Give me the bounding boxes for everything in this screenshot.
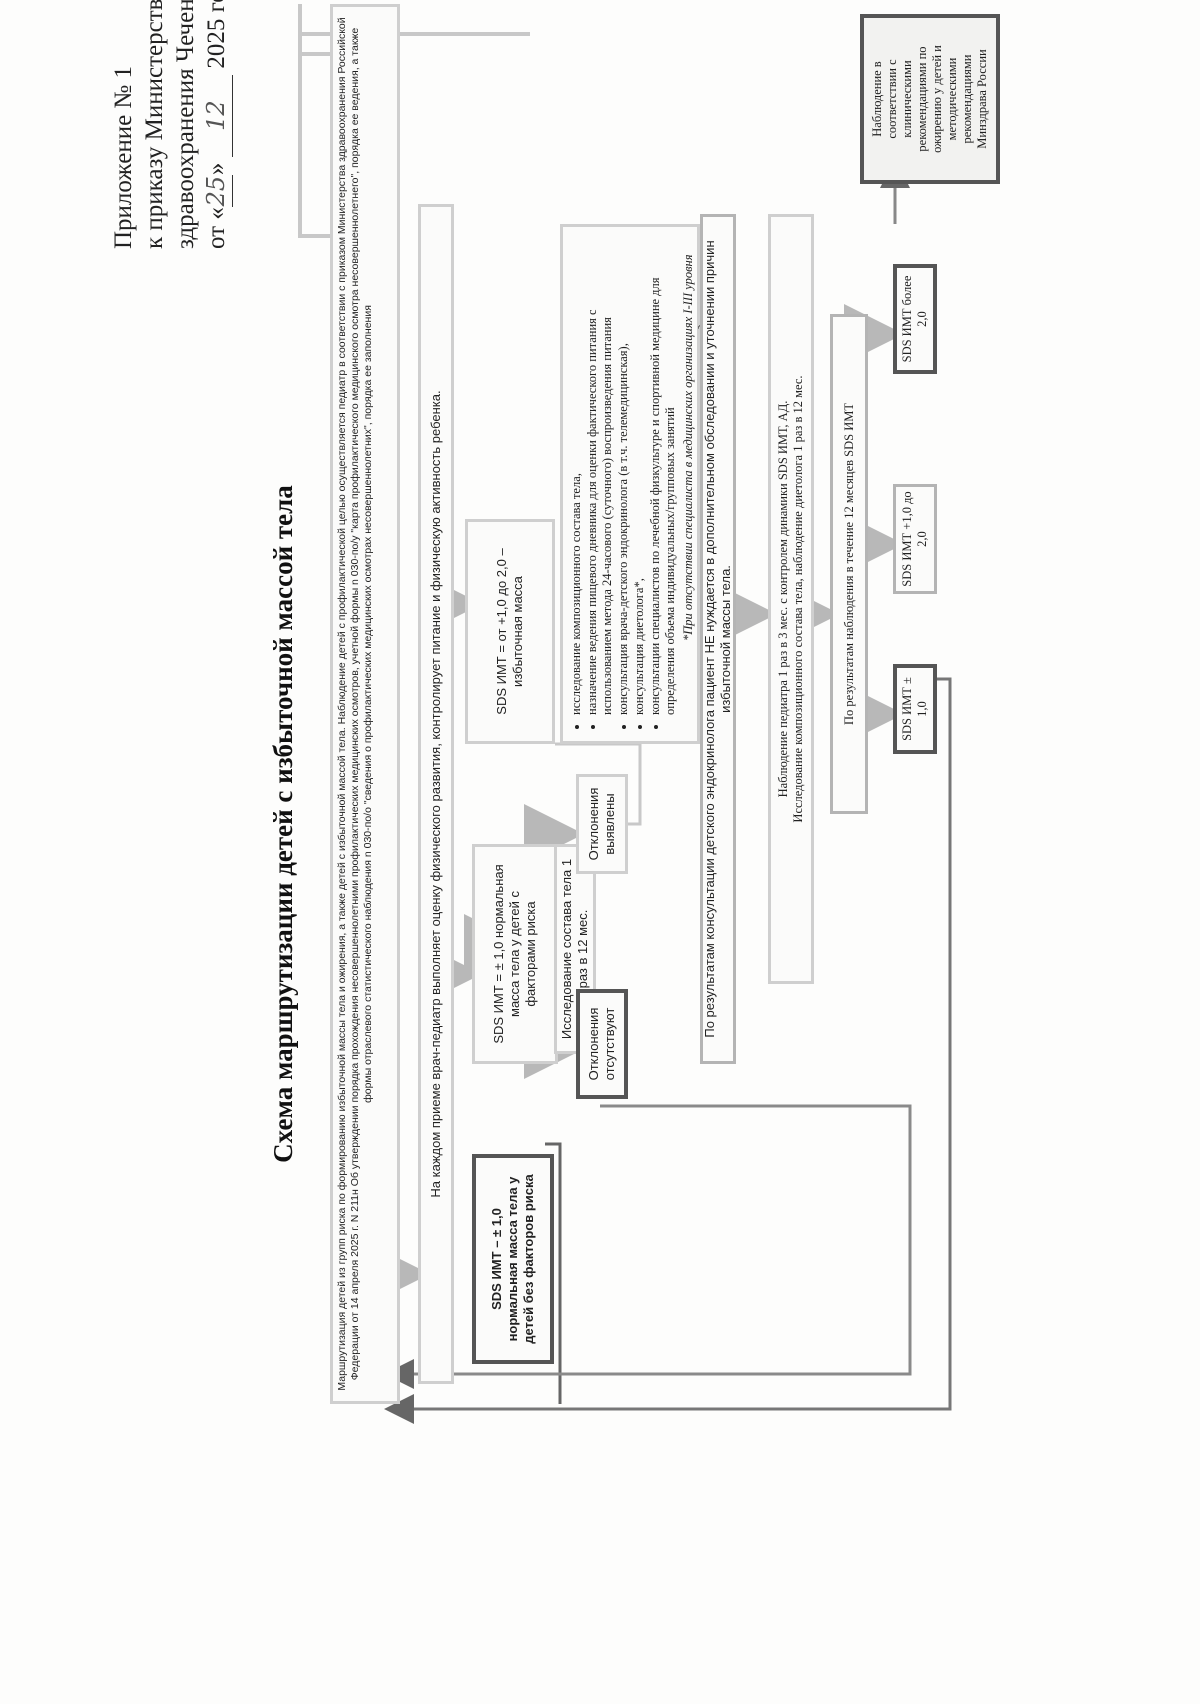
list-item: исследование композиционного состава тел… xyxy=(569,237,584,715)
sds-risk-box: SDS ИМТ = ± 1,0 нормальная масса тела у … xyxy=(472,844,558,1064)
observation-box: Наблюдение педиатра 1 раз в 3 мес. с кон… xyxy=(768,214,814,984)
list-item: консультация врача-детского эндокринолог… xyxy=(616,237,631,715)
endo-result-box: По результатам консультации детского энд… xyxy=(700,214,736,1064)
list-item: консультации специалистов по лечебной фи… xyxy=(648,237,678,715)
deviation-box: Отклонения выявлены xyxy=(576,774,628,874)
sds-excess-box: SDS ИМТ = от +1,0 до 2,0 – избыточная ма… xyxy=(465,519,555,744)
no-deviation-box: Отклонения отсутствуют xyxy=(576,989,628,1099)
result-normal-box: SDS ИМТ ± 1,0 xyxy=(893,664,937,754)
observation-line-2: Исследование композиционного состава тел… xyxy=(791,375,805,823)
list-item: назначение ведения пищевого дневника для… xyxy=(585,237,615,715)
result-12m-box: По результатам наблюдения в течение 12 м… xyxy=(830,314,868,814)
observation-line-1: Наблюдение педиатра 1 раз в 3 мес. с кон… xyxy=(776,400,790,798)
intro-box: Маршрутизация детей из групп риска по фо… xyxy=(330,4,400,1404)
sds-no-risk-box: SDS ИМТ – ± 1,0 нормальная масса тела у … xyxy=(472,1154,554,1364)
exam-list: исследование композиционного состава тел… xyxy=(569,237,678,731)
result-excess-box: SDS ИМТ +1,0 до 2,0 xyxy=(893,484,937,594)
exam-list-box: исследование композиционного состава тел… xyxy=(560,224,710,744)
list-item: консультация диетолога*, xyxy=(632,237,647,715)
pediatrician-box: На каждом приеме врач-педиатр выполняет … xyxy=(418,204,454,1384)
result-obesity-box: SDS ИМТ более 2,0 xyxy=(893,264,937,374)
obesity-observation-box: Наблюдение в соответствии с клиническими… xyxy=(860,14,1000,184)
